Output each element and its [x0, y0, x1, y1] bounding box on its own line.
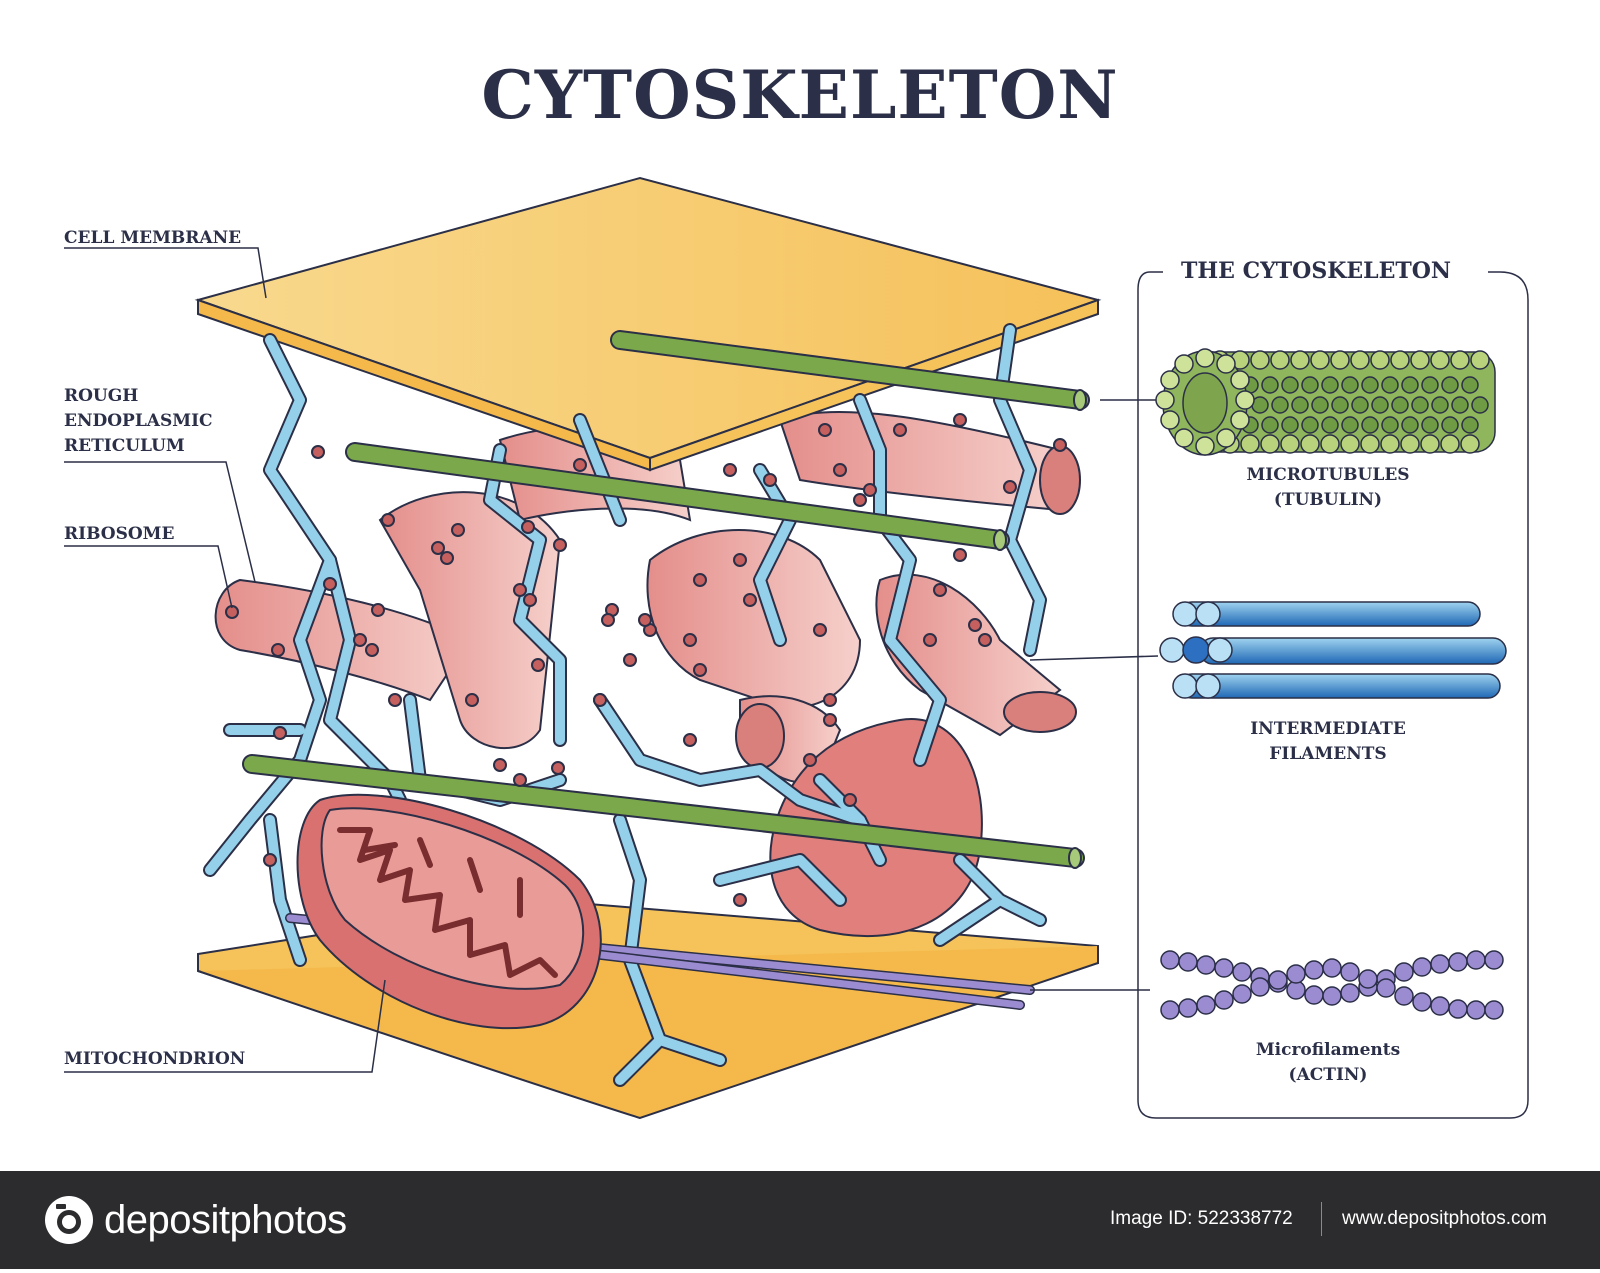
panel-bracket	[1137, 271, 1529, 1119]
mitochondrion	[296, 793, 602, 1030]
label-tubulin: (TUBULIN)	[1273, 490, 1383, 510]
microtubule-illustration	[1155, 348, 1496, 456]
actin-illustration	[1160, 950, 1504, 1020]
ribosomes	[225, 413, 1067, 907]
label-intermediate: INTERMEDIATE	[1250, 719, 1406, 739]
label-microfilaments: Microfilaments	[1255, 1040, 1401, 1060]
label-cell-membrane: CELL MEMBRANE	[64, 228, 242, 248]
image-id: Image ID: 522338772	[1110, 1208, 1293, 1229]
rough-endoplasmic-reticulum	[214, 410, 1081, 784]
label-rer-line3: RETICULUM	[64, 436, 185, 456]
camera-logo-icon	[45, 1196, 93, 1244]
top-cell-membrane	[194, 176, 1102, 472]
label-rer-line2: ENDOPLASMIC	[64, 411, 213, 431]
page-title: CYTOSKELETON	[481, 56, 1119, 134]
brand[interactable]: depositphotos	[44, 1195, 347, 1245]
label-filaments: FILAMENTS	[1269, 744, 1387, 764]
leader-lines	[64, 247, 1159, 1073]
label-mitochondrion: MITOCHONDRION	[64, 1049, 246, 1069]
microtubule-rods	[242, 330, 1090, 869]
brand-name: depositphotos	[104, 1197, 347, 1242]
intermediate-filaments-illustration	[1159, 601, 1507, 699]
footer-separator	[1321, 1202, 1322, 1236]
site-url[interactable]: www.depositphotos.com	[1342, 1208, 1547, 1229]
label-ribosome: RIBOSOME	[64, 524, 175, 544]
footer-bar	[0, 1171, 1600, 1269]
panel-title: THE CYTOSKELETON	[1173, 258, 1459, 284]
label-actin: (ACTIN)	[1288, 1065, 1368, 1085]
label-rer-line1: ROUGH	[64, 386, 139, 406]
label-microtubules: MICROTUBULES	[1246, 465, 1410, 485]
